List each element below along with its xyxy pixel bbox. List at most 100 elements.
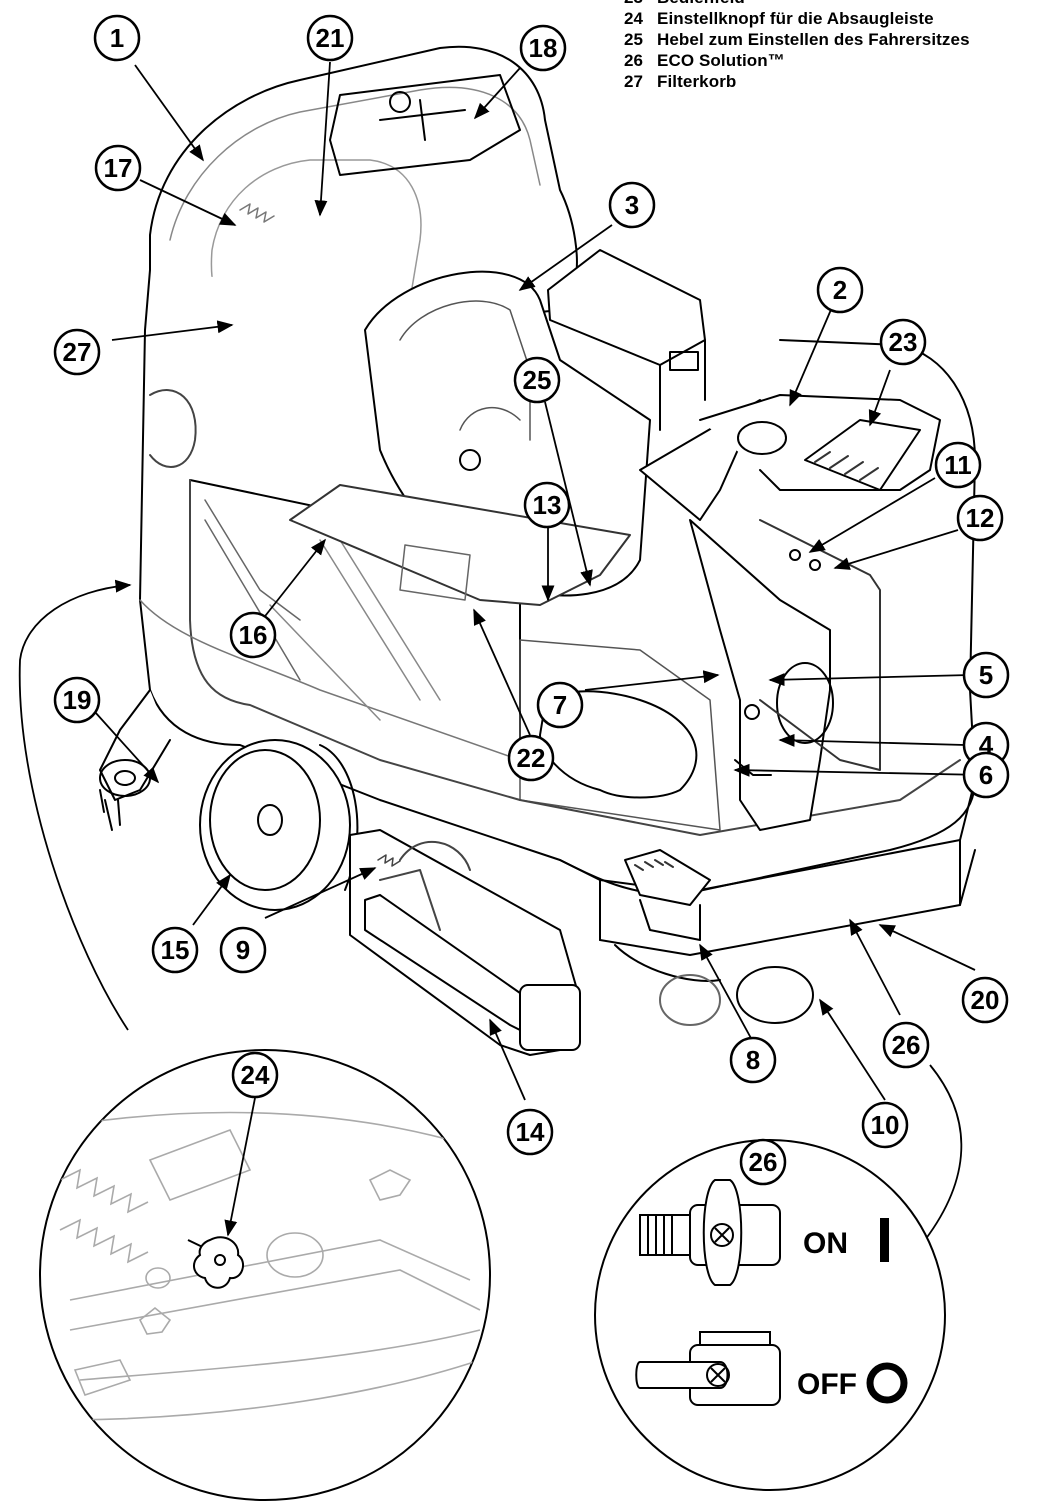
callout-number: 12 [966,503,995,533]
callout-number: 25 [523,365,552,395]
callout-circle [956,494,1004,542]
legend-row-25: 25 Hebel zum Einstellen des Fahrersitzes [624,29,1054,50]
callout-number: 16 [239,620,268,650]
side-control-panel [759,519,881,771]
legend-number: 24 [624,9,644,28]
callout-number: 14 [516,1117,545,1147]
callout-circle [151,926,199,974]
front-wheel [736,966,814,1024]
legend-row-26: 26 ECO Solution™ [624,50,1054,71]
callout-circle [94,144,142,192]
callout-1: 1 [93,14,141,62]
callout-circle [506,1108,554,1156]
valve-on-icon [639,1179,781,1286]
callout-number: 8 [746,1045,760,1075]
callout-18: 18 [519,24,567,72]
valve-off-icon [635,1331,781,1406]
callout-24: 24 [231,1051,279,1099]
callout-11: 11 [934,441,982,489]
callout-number: 18 [529,33,558,63]
callout-number: 13 [533,490,562,520]
callout-circle [231,1051,279,1099]
callout-circle [962,651,1010,699]
callout-27: 27 [53,328,101,376]
callout-circle [229,611,277,659]
callout-number: 22 [517,743,546,773]
machine-body [99,45,976,1056]
tank-lid [329,74,521,176]
detail-connector [18,579,132,1031]
callout-number: 15 [161,935,190,965]
legend-number: 27 [624,72,644,91]
callout-circle [608,181,656,229]
legend-text: Bedienfeld [657,0,745,8]
parts-legend: 23 Bedienfeld 24 Einstellknopf für die A… [624,0,1054,92]
callout-17: 17 [94,144,142,192]
callout-circle [93,14,141,62]
callout-number: 9 [236,935,250,965]
callout-circle [306,14,354,62]
callout-6: 6 [962,751,1010,799]
callout-circle [519,24,567,72]
callout-15: 15 [151,926,199,974]
callout-circle [739,1138,787,1186]
callout-23: 23 [879,318,927,366]
legend-row-27: 27 Filterkorb [624,71,1054,92]
scrub-deck [349,829,581,1056]
callout-number: 23 [889,327,918,357]
callout-circle [962,751,1010,799]
callout-2: 2 [816,266,864,314]
callout-number: 1 [110,23,124,53]
callout-16: 16 [229,611,277,659]
callout-26: 26 [739,1138,787,1186]
on-symbol [880,1218,889,1262]
valve-on-label: ON [803,1227,848,1260]
callout-circle [934,441,982,489]
callout-circle [53,328,101,376]
squeegee-detail [39,1049,491,1501]
callout-circle [219,926,267,974]
seat-base [289,484,631,606]
callout-circle [879,318,927,366]
battery-box [547,249,706,431]
callout-21: 21 [306,14,354,62]
valve-off-label: OFF [797,1368,857,1401]
callout-25: 25 [513,356,561,404]
legend-text: Filterkorb [657,72,737,91]
valve-connector [924,1064,963,1241]
callout-number: 2 [833,275,847,305]
legend-number: 25 [624,30,644,49]
callout-number: 5 [979,660,993,690]
callout-circle [523,481,571,529]
callout-14: 14 [506,1108,554,1156]
callout-13: 13 [523,481,571,529]
rear-squeegee [99,689,171,831]
callout-number: 26 [749,1147,778,1177]
callout-number: 27 [63,337,92,367]
callout-number: 17 [104,153,133,183]
callout-20: 20 [961,976,1009,1024]
callout-number: 10 [871,1110,900,1140]
callout-number: 21 [316,23,345,53]
callout-22: 22 [507,734,555,782]
eco-valve-detail: ON OFF [594,1139,946,1491]
legend-row-24: 24 Einstellknopf für die Absaugleiste [624,8,1054,29]
callout-circle [513,356,561,404]
callout-circle [53,676,101,724]
callout-number: 6 [979,760,993,790]
callout-circle [961,976,1009,1024]
callout-7: 7 [536,681,584,729]
callout-number: 20 [971,985,1000,1015]
callout-number: 3 [625,190,639,220]
callout-circle [507,734,555,782]
foot-pedal [624,849,711,941]
off-symbol [866,1362,908,1404]
leader-lines [94,61,986,1101]
callout-5: 5 [962,651,1010,699]
callout-10: 10 [861,1101,909,1149]
legend-text: Hebel zum Einstellen des Fahrersitzes [657,30,970,49]
callout-19: 19 [53,676,101,724]
callout-number: 19 [63,685,92,715]
